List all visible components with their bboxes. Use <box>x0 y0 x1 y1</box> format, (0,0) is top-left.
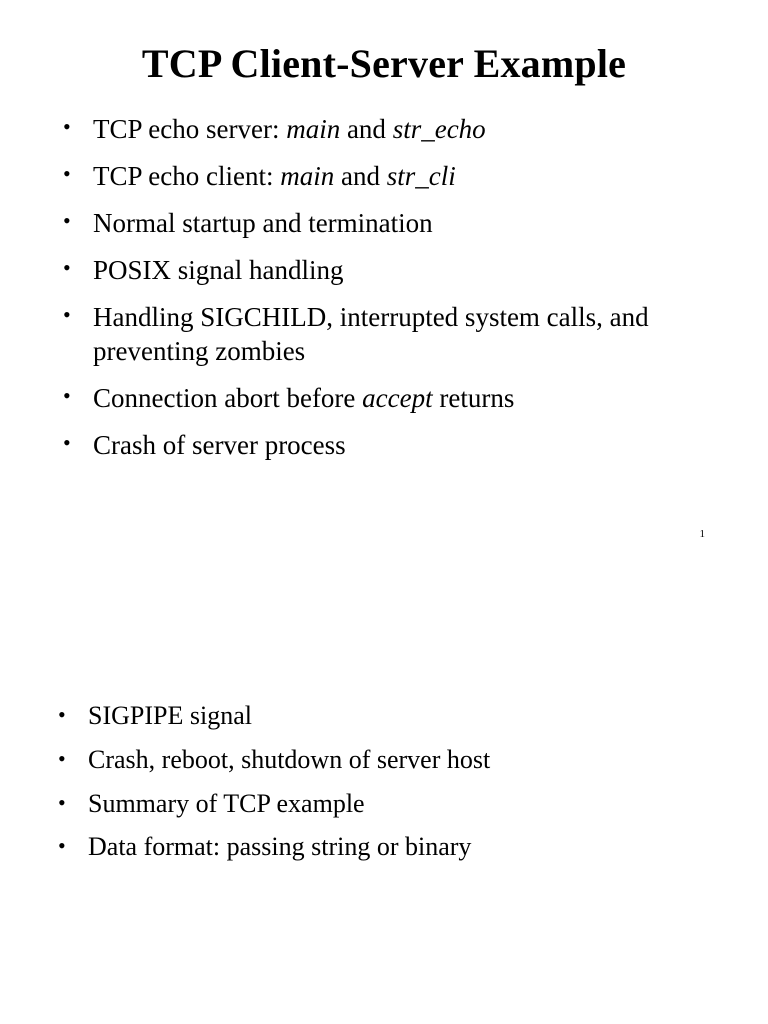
list-item: Summary of TCP example <box>50 787 720 821</box>
list-item: TCP echo client: main and str_cli <box>55 158 715 193</box>
plain-text: POSIX signal handling <box>93 255 344 286</box>
list-item: Normal startup and termination <box>55 205 715 240</box>
page-title: TCP Client-Server Example <box>141 41 627 86</box>
emphasized-text: accept <box>362 383 433 414</box>
list-item: Crash, reboot, shutdown of server host <box>50 743 720 777</box>
emphasized-text: str_cli <box>386 161 456 192</box>
list-item: SIGPIPE signal <box>50 699 720 733</box>
plain-text: returns <box>432 383 515 414</box>
page-number: 1 <box>699 528 706 540</box>
emphasized-text: main <box>280 161 335 192</box>
plain-text: SIGPIPE signal <box>88 701 252 730</box>
plain-text: Normal startup and termination <box>93 208 433 239</box>
list-item: Data format: passing string or binary <box>50 830 720 864</box>
list-item: Handling SIGCHILD, interrupted system ca… <box>55 299 715 368</box>
bullet-list-top: TCP echo server: main and str_echoTCP ec… <box>55 111 715 475</box>
plain-text: Summary of TCP example <box>88 788 365 818</box>
plain-text: and <box>340 114 393 144</box>
emphasized-text: main <box>286 114 341 144</box>
plain-text: Data format: passing string or binary <box>88 832 472 862</box>
emphasized-text: str_echo <box>392 114 486 144</box>
plain-text: TCP echo client: <box>93 161 281 192</box>
plain-text: TCP echo server: <box>93 114 287 144</box>
list-item: TCP echo server: main and str_echo <box>55 111 715 146</box>
list-item: Crash of server process <box>55 427 715 462</box>
list-item: POSIX signal handling <box>55 252 715 287</box>
plain-text: and <box>334 161 387 192</box>
list-item: Connection abort before accept returns <box>55 380 715 415</box>
plain-text: Handling SIGCHILD, interrupted system ca… <box>93 302 649 367</box>
plain-text: Connection abort before <box>93 383 363 414</box>
bullet-list-bottom: SIGPIPE signalCrash, reboot, shutdown of… <box>50 699 720 875</box>
plain-text: Crash, reboot, shutdown of server host <box>88 744 491 774</box>
plain-text: Crash of server process <box>93 430 346 461</box>
